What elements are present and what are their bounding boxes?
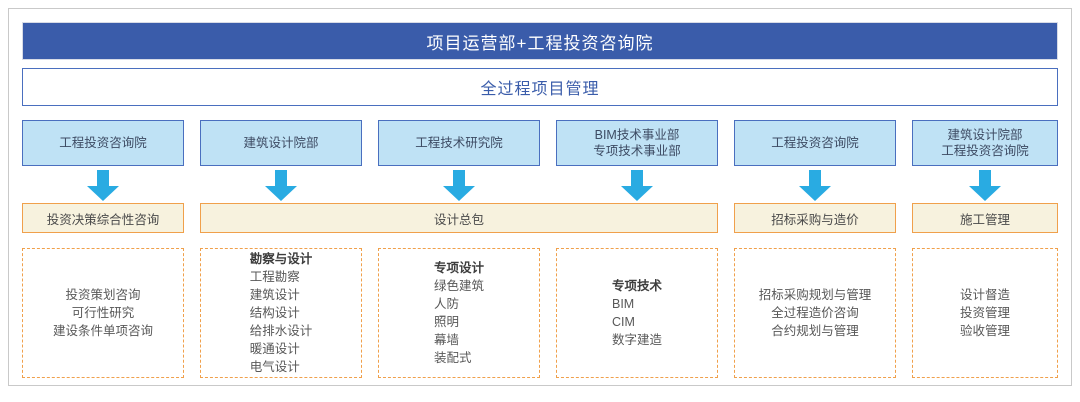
detail-box-2-item-1: 工程勘察	[249, 270, 300, 284]
detail-box-2-item-2: 建筑设计	[249, 288, 300, 302]
dept-box-5-line-1: 工程投资咨询院	[771, 136, 859, 150]
detail-box-6: 设计督造 投资管理 验收管理	[912, 248, 1058, 378]
dept-box-4[interactable]: BIM技术事业部 专项技术事业部	[556, 120, 718, 166]
down-arrow-icon-6	[968, 170, 1002, 202]
dept-box-3-line-1: 工程技术研究院	[415, 136, 503, 150]
detail-box-3-item-2: 人防	[433, 297, 459, 311]
detail-box-6-item-3: 验收管理	[959, 324, 1010, 338]
dept-box-4-line-1: BIM技术事业部	[594, 128, 680, 142]
diagram-subtitle-bar: 全过程项目管理	[22, 68, 1058, 106]
detail-box-5-item-2: 全过程造价咨询	[771, 306, 859, 320]
down-arrow-icon-3	[442, 170, 476, 202]
detail-box-4-item-3: 数字建造	[611, 333, 662, 347]
detail-box-1-content: 投资策划咨询 可行性研究 建设条件单项咨询	[53, 286, 153, 340]
detail-box-3-item-3: 照明	[433, 315, 459, 329]
dept-box-4-line-2: 专项技术事业部	[593, 144, 681, 158]
phase-box-design-general-contract[interactable]: 设计总包	[200, 203, 718, 233]
detail-box-2-heading: 勘察与设计	[249, 252, 313, 266]
detail-box-2-content: 勘察与设计 工程勘察 建筑设计 结构设计 给排水设计 暖通设计 电气设计	[250, 250, 313, 376]
page-subtitle: 全过程项目管理	[480, 81, 600, 98]
dept-box-2-line-1: 建筑设计院部	[243, 136, 319, 150]
dept-box-6-line-1: 建筑设计院部	[947, 128, 1023, 142]
detail-box-5: 招标采购规划与管理 全过程造价咨询 合约规划与管理	[734, 248, 896, 378]
phase-box-construction-management[interactable]: 施工管理	[912, 203, 1058, 233]
phase-box-4-label: 施工管理	[959, 212, 1010, 227]
detail-box-5-item-1: 招标采购规划与管理	[758, 288, 872, 302]
detail-box-1-item-2: 可行性研究	[71, 306, 135, 320]
detail-box-2: 勘察与设计 工程勘察 建筑设计 结构设计 给排水设计 暖通设计 电气设计	[200, 248, 362, 378]
dept-box-3[interactable]: 工程技术研究院	[378, 120, 540, 166]
detail-box-4-item-2: CIM	[611, 315, 635, 329]
dept-box-1[interactable]: 工程投资咨询院	[22, 120, 184, 166]
detail-box-5-content: 招标采购规划与管理 全过程造价咨询 合约规划与管理	[759, 286, 872, 340]
phase-box-2-label: 设计总包	[433, 212, 484, 227]
phase-box-1-label: 投资决策综合性咨询	[46, 212, 160, 227]
detail-box-5-item-3: 合约规划与管理	[771, 324, 859, 338]
phase-box-investment-decision[interactable]: 投资决策综合性咨询	[22, 203, 184, 233]
down-arrow-icon-4	[620, 170, 654, 202]
phase-box-tender-procurement[interactable]: 招标采购与造价	[734, 203, 896, 233]
detail-box-6-item-2: 投资管理	[959, 306, 1010, 320]
dept-box-2[interactable]: 建筑设计院部	[200, 120, 362, 166]
detail-box-4-item-1: BIM	[611, 297, 635, 311]
detail-box-2-item-5: 暖通设计	[249, 342, 300, 356]
detail-box-6-item-1: 设计督造	[959, 288, 1010, 302]
detail-box-4-content: 专项技术 BIM CIM 数字建造	[612, 277, 662, 349]
detail-box-3-content: 专项设计 绿色建筑 人防 照明 幕墙 装配式	[434, 259, 484, 367]
detail-box-1-item-3: 建设条件单项咨询	[52, 324, 153, 338]
dept-box-6-line-2: 工程投资咨询院	[941, 144, 1029, 158]
detail-box-3-item-5: 装配式	[433, 351, 472, 365]
down-arrow-icon-2	[264, 170, 298, 202]
detail-box-2-item-3: 结构设计	[249, 306, 300, 320]
down-arrow-icon-5	[798, 170, 832, 202]
detail-box-2-item-6: 电气设计	[249, 360, 300, 374]
phase-box-3-label: 招标采购与造价	[771, 212, 859, 227]
dept-box-5[interactable]: 工程投资咨询院	[734, 120, 896, 166]
detail-box-6-content: 设计督造 投资管理 验收管理	[960, 286, 1010, 340]
detail-box-1: 投资策划咨询 可行性研究 建设条件单项咨询	[22, 248, 184, 378]
detail-box-3-item-4: 幕墙	[433, 333, 459, 347]
detail-box-3: 专项设计 绿色建筑 人防 照明 幕墙 装配式	[378, 248, 540, 378]
down-arrow-icon-1	[86, 170, 120, 202]
detail-box-2-item-4: 给排水设计	[249, 324, 313, 338]
detail-box-4: 专项技术 BIM CIM 数字建造	[556, 248, 718, 378]
detail-box-1-item-1: 投资策划咨询	[65, 288, 141, 302]
dept-box-1-line-1: 工程投资咨询院	[59, 136, 147, 150]
detail-box-4-heading: 专项技术	[611, 279, 662, 293]
dept-box-6[interactable]: 建筑设计院部 工程投资咨询院	[912, 120, 1058, 166]
detail-box-3-heading: 专项设计	[433, 261, 484, 275]
page-title: 项目运营部+工程投资咨询院	[426, 33, 654, 53]
diagram-title-bar: 项目运营部+工程投资咨询院	[22, 22, 1058, 60]
detail-box-3-item-1: 绿色建筑	[433, 279, 484, 293]
